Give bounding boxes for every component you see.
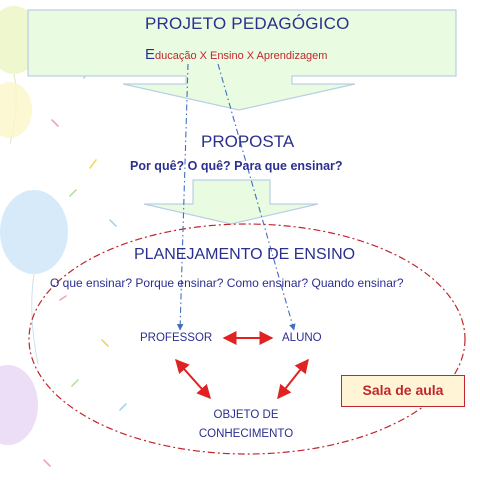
proposal-questions: Por quê? O quê? Para que ensinar? [130,159,343,173]
object-line-1: OBJETO DE [213,409,279,421]
arrow-teacher-object [175,358,211,400]
classroom-ellipse [28,223,466,455]
balloon-upper-yellow [0,82,32,138]
classroom-label: Sala de aula [341,375,465,407]
object-node: OBJETO DE CONHECIMENTO [190,406,302,444]
teacher-node: PROFESSOR [140,332,213,344]
project-subtitle: Educação X Ensino X Aprendizagem [145,46,327,64]
student-node: ALUNO [282,332,322,344]
connector-teacher [176,63,189,331]
proposal-arrow-shape [143,179,319,225]
balloon-purple [0,365,38,445]
subtitle-rest: ducação X Ensino X Aprendizagem [155,50,328,62]
balloon-blue [0,190,68,365]
proposal-title: PROPOSTA [201,132,295,151]
object-line-2: CONHECIMENTO [198,428,294,440]
planning-title: PLANEJAMENTO DE ENSINO [134,246,356,263]
subtitle-initial: E [145,46,156,63]
project-arrow-shape [27,9,457,111]
connector-student [217,63,296,331]
project-title: PROJETO PEDAGÓGICO [145,14,350,33]
planning-questions: O que ensinar? Porque ensinar? Como ensi… [50,276,404,290]
arrow-student-object [277,358,309,400]
